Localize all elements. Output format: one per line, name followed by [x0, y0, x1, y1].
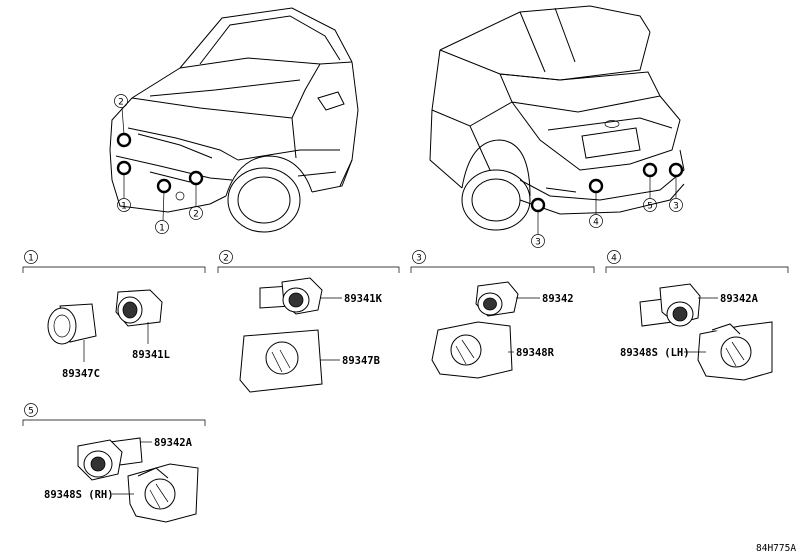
rear-callout: 4 — [589, 214, 603, 228]
svg-text:5: 5 — [28, 407, 34, 417]
group-3: 3 89342 89348R — [410, 250, 595, 379]
svg-text:2: 2 — [223, 254, 229, 264]
svg-text:3: 3 — [535, 238, 541, 248]
svg-text:1: 1 — [159, 224, 165, 234]
bracket-89348r — [431, 321, 514, 379]
front-sensor-ring — [156, 178, 172, 194]
group-5-bracket: 5 — [22, 403, 206, 426]
sensor-89342a-rh — [77, 437, 152, 481]
sensor-89342 — [475, 281, 540, 317]
front-callout: 1 — [155, 220, 169, 234]
svg-text:2: 2 — [193, 210, 199, 220]
front-sensor-ring — [116, 160, 132, 176]
group-1-bracket: 1 — [22, 250, 206, 273]
part-89341l-label: 89341L — [132, 349, 170, 361]
svg-text:5: 5 — [647, 202, 653, 212]
front-callout: 2 — [114, 94, 128, 108]
group-2-bracket: 2 — [217, 250, 400, 273]
rear-sensor-ring — [588, 178, 604, 194]
part-89342a-label: 89342A — [720, 293, 759, 305]
rear-car-illustration: 3 4 5 3 — [429, 5, 685, 248]
diagram-code: 84H775A — [756, 543, 796, 554]
part-89341k-label: 89341K — [344, 293, 383, 305]
rear-callout: 3 — [531, 234, 545, 248]
bracket-89348s-rh — [112, 463, 199, 523]
group-4-bracket: 4 — [605, 250, 789, 273]
part-89348s-lh-label: 89348S (LH) — [620, 347, 690, 359]
sensor-89341l — [115, 289, 163, 344]
svg-text:4: 4 — [611, 254, 617, 264]
front-car-illustration: 2 1 1 2 — [109, 7, 359, 234]
sensor-89341k — [259, 277, 342, 315]
front-callout: 2 — [189, 206, 203, 220]
bracket-89347b — [239, 329, 340, 393]
front-callout: 1 — [117, 198, 131, 212]
svg-text:1: 1 — [28, 254, 34, 264]
group-1: 1 89347C 89341L — [22, 250, 206, 380]
part-89348r-label: 89348R — [516, 347, 555, 359]
part-89342-label: 89342 — [542, 293, 574, 305]
rear-sensor-ring — [642, 162, 658, 178]
rear-sensor-ring — [530, 197, 546, 213]
part-89348s-rh-label: 89348S (RH) — [44, 489, 114, 501]
rear-sensor-ring — [668, 162, 684, 178]
svg-text:2: 2 — [118, 98, 124, 108]
rear-callout: 3 — [669, 198, 683, 212]
part-89347c-label: 89347C — [62, 368, 100, 380]
group-4: 4 89342A 89348S (LH) — [605, 250, 789, 381]
svg-text:4: 4 — [593, 218, 599, 228]
front-sensor-ring — [188, 170, 204, 186]
svg-text:1: 1 — [121, 202, 127, 212]
bracket-89348s-lh — [684, 321, 773, 381]
group-3-bracket: 3 — [410, 250, 595, 273]
svg-text:3: 3 — [416, 254, 422, 264]
front-sensor-ring — [116, 132, 132, 148]
group-5: 5 89342A 89348S (RH) — [22, 403, 206, 523]
sensor-89342a — [639, 283, 718, 327]
rear-callout: 5 — [643, 198, 657, 212]
retainer-89347c — [47, 303, 97, 362]
group-2: 2 89341K 89347B — [217, 250, 400, 393]
part-89342a-rh-label: 89342A — [154, 437, 193, 449]
svg-text:3: 3 — [673, 202, 679, 212]
part-89347b-label: 89347B — [342, 355, 380, 367]
